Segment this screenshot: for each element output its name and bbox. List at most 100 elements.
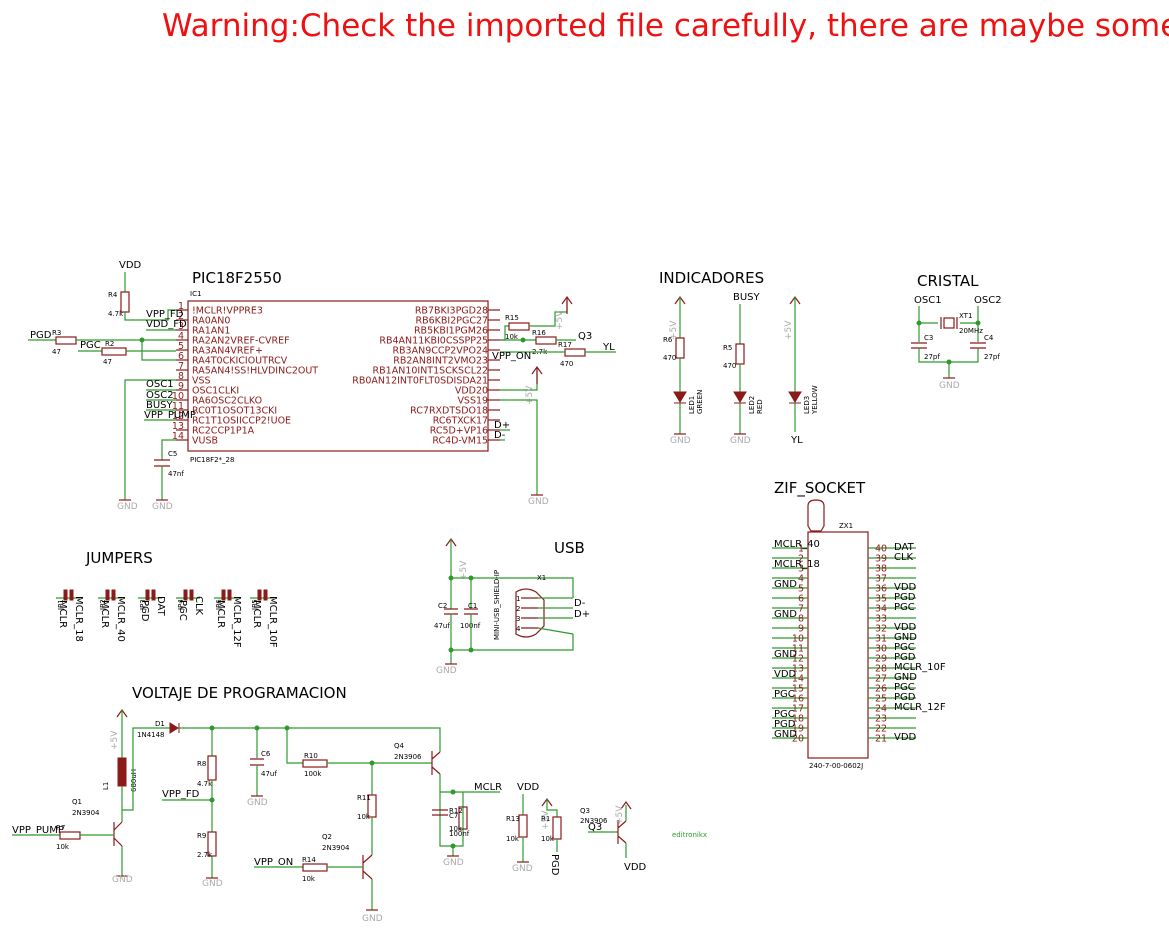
jumper-label: PGD: [139, 600, 150, 622]
supply-label: +5V: [615, 805, 625, 825]
r10-ref: R10: [304, 752, 318, 760]
ic1-pin-name: RA0AN0: [192, 316, 230, 327]
zif-pin-number: 1: [798, 544, 804, 555]
supply-label: +5V: [784, 320, 794, 340]
ic1-pin-number: 1: [178, 301, 184, 312]
zif-net-left: PGD: [774, 719, 796, 730]
ic1-pin-name: !MCLR!VPPRE3: [192, 306, 263, 317]
net-vdd-misc: VDD: [517, 782, 540, 793]
ic1-pin-number: 12: [172, 411, 184, 422]
zif-pin-number: 8: [798, 614, 804, 625]
zif-pin-number: 29: [875, 654, 887, 665]
crystal-xt1: [940, 317, 958, 329]
jumper-pad: [69, 589, 74, 601]
c2-value: 47uf: [434, 622, 450, 630]
r12-ref: R12: [449, 807, 463, 815]
zif-pin-number: 3: [798, 564, 804, 575]
c6-ref: C6: [261, 750, 271, 758]
section-title-voltaje: VOLTAJE DE PROGRAMACION: [132, 684, 347, 702]
wire: [450, 539, 574, 598]
gnd-label: GND: [152, 502, 173, 512]
zif-left-pins: 1234567891011121314151617181920MCLR_40MC…: [772, 539, 820, 745]
xt1-ref: XT1: [959, 312, 972, 320]
ic1-pin-number: 3: [178, 321, 184, 332]
zif-pin-number: 16: [792, 694, 804, 705]
wire: [450, 614, 574, 651]
q2-ref: Q2: [322, 833, 332, 841]
section-title-usb: USB: [554, 539, 585, 557]
zif-net-right: VDD: [894, 582, 917, 593]
led1-ref: LED1: [688, 396, 696, 414]
net-dplus: D+: [494, 420, 510, 431]
gnd-label: GND: [436, 666, 457, 676]
c2-ref: C2: [438, 602, 447, 610]
zif-pin-number: 39: [875, 554, 887, 565]
jumper-label: MCLR: [251, 600, 262, 628]
ic1-pin-number: 27: [476, 316, 488, 327]
resistor-r14: [302, 863, 328, 872]
c7-value: 100nf: [449, 830, 470, 838]
zif-net-right: PGC: [894, 642, 915, 653]
net-vdd-q3: VDD: [624, 862, 647, 873]
gnd-label: GND: [670, 436, 691, 446]
net-vpp-pump-vp: VPP_PUMP: [12, 825, 64, 836]
r10-value: 100k: [304, 770, 322, 778]
zif-pin-number: 32: [875, 624, 887, 635]
net-osc1-xt: OSC1: [914, 295, 942, 306]
net-pgd-misc: PGD: [549, 854, 560, 876]
ic1-pin-name: RB2AN8INT2VMO: [393, 356, 476, 367]
r4-ref: R4: [108, 291, 118, 299]
net-vdd-fd: VDD_FD: [146, 319, 187, 330]
net-busy-ind: BUSY: [733, 292, 761, 303]
usb-pin-1: 1: [516, 595, 520, 603]
gnd-label: GND: [117, 502, 138, 512]
wire: [141, 340, 176, 361]
resistor-r17: [564, 348, 586, 357]
ic1-part: PIC18F2*_28: [190, 456, 234, 464]
supply-arrow: [620, 800, 632, 810]
junction: [946, 359, 952, 365]
wire: [537, 597, 574, 635]
resistor-r1: [552, 816, 562, 840]
ic1-pin-number: 19: [476, 396, 488, 407]
zif-net-right: PGC: [894, 602, 915, 613]
zif-pin-number: 40: [875, 544, 887, 555]
c5-value: 47nf: [168, 470, 184, 478]
jumper-jp5[interactable]: JP5 MCLR_10F MCLR: [250, 589, 278, 648]
ic1-pin-name: OSC1CLKI: [192, 386, 239, 397]
net-pgc: PGC: [80, 340, 101, 351]
zif-net-right: MCLR_10F: [894, 662, 946, 673]
jumper-net: MCLR_10F: [267, 596, 278, 648]
jumper-net: DAT: [155, 596, 166, 617]
ic1-body: [187, 300, 489, 452]
net-vpp-pump: VPP_PUMP: [144, 410, 196, 421]
ic1-pin-name: RA6OSC2CLKO: [192, 396, 262, 407]
transistor-q4: [431, 751, 441, 775]
junction: [916, 320, 922, 326]
resistor-r2: [101, 347, 127, 356]
resistor-r4: [120, 291, 130, 313]
ic1-pin-name: RC7RXDTSDO: [410, 406, 476, 417]
net-mclr-vp: MCLR: [474, 782, 502, 793]
jumper-label: MCLR: [215, 600, 226, 628]
zif-pin-number: 24: [875, 704, 887, 715]
net-yl-ind: YL: [790, 435, 803, 446]
jumper-pad: [221, 589, 226, 601]
r12-value: 10k: [449, 825, 463, 833]
c3-ref: C3: [924, 334, 933, 342]
zif-pin-number: 23: [875, 714, 887, 725]
r6-ref: R6: [663, 336, 673, 344]
ic1-pin-number: 13: [172, 421, 184, 432]
wire: [124, 379, 176, 500]
section-title-cristal: CRISTAL: [917, 272, 979, 290]
zif-net-right: PGD: [894, 692, 916, 703]
jumper-ref: JP5: [251, 599, 259, 611]
zif-lever: [807, 499, 825, 532]
